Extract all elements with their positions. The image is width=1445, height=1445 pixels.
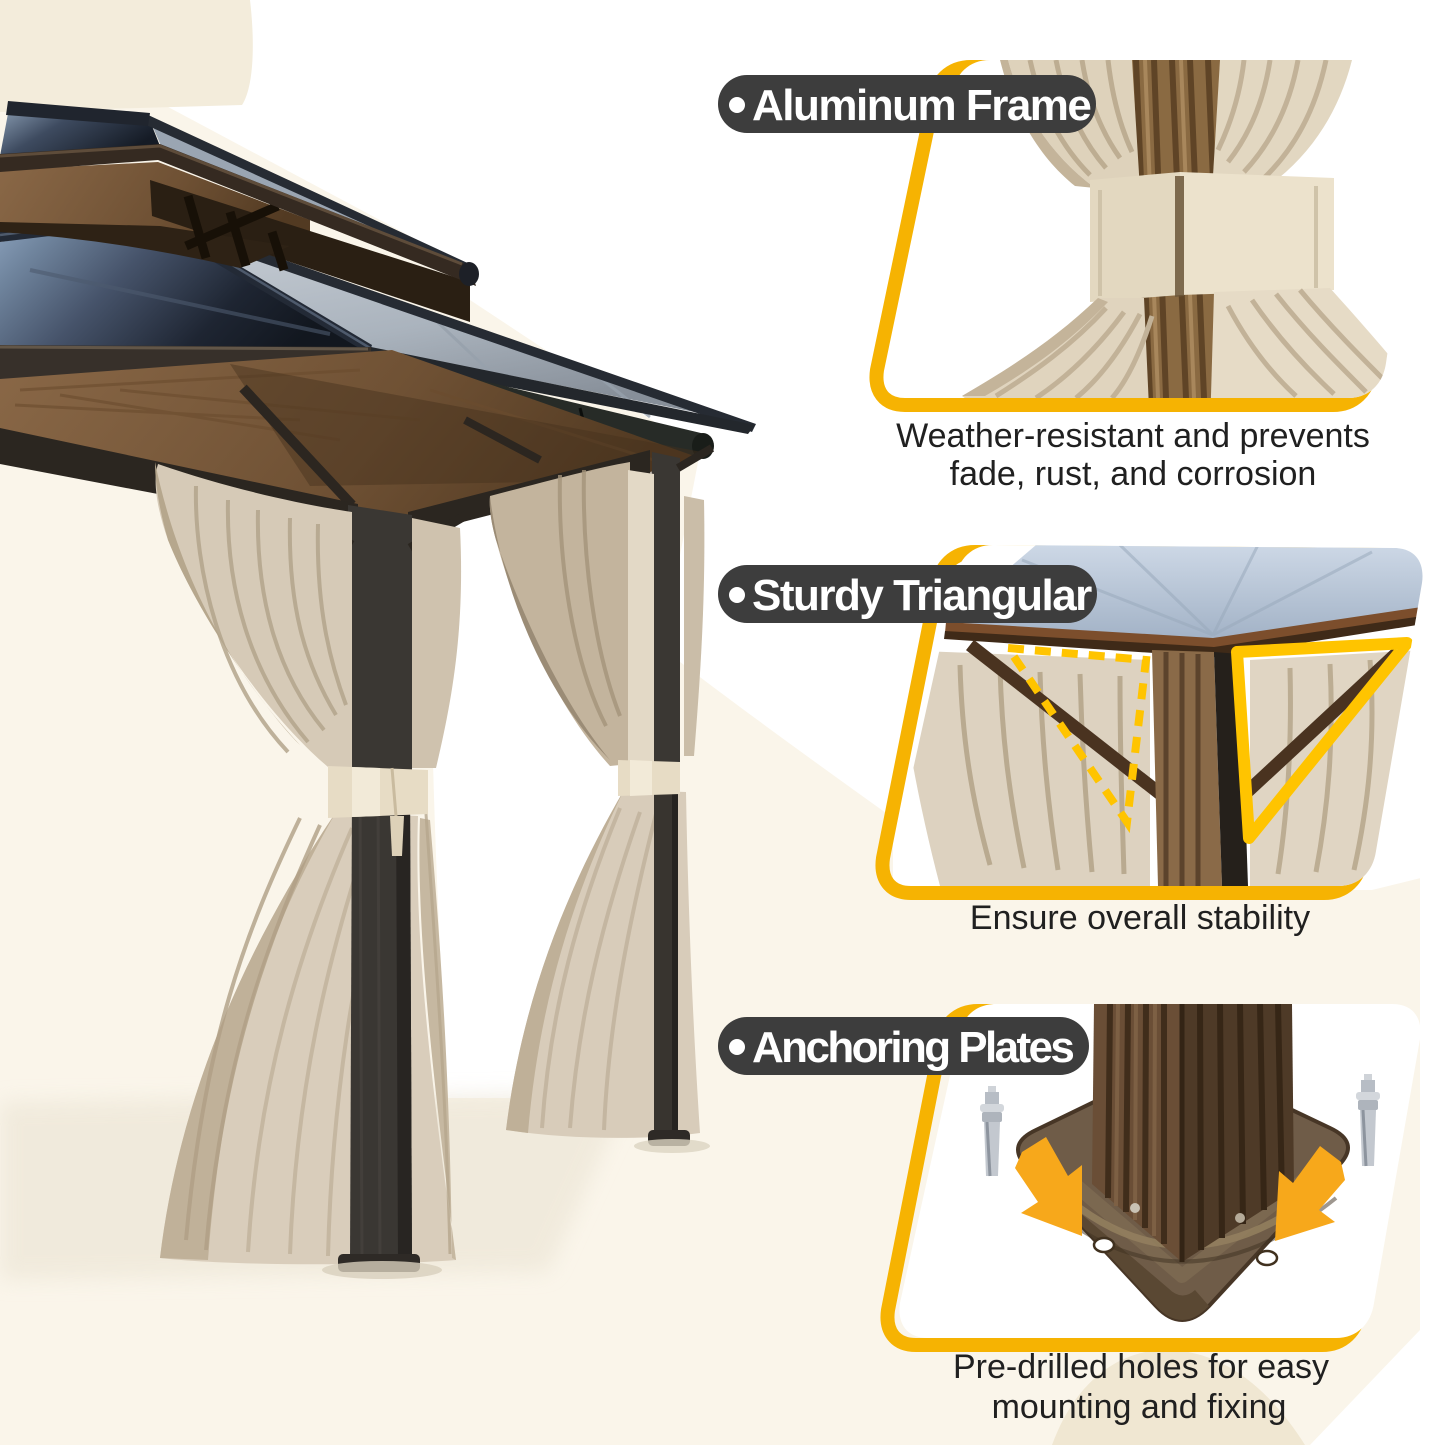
svg-text:Sturdy Triangular: Sturdy Triangular <box>752 571 1092 620</box>
svg-text:Anchoring Plates: Anchoring Plates <box>752 1023 1073 1072</box>
svg-text:Ensure overall stability: Ensure overall stability <box>970 899 1310 937</box>
svg-text:mounting and fixing: mounting and fixing <box>992 1388 1287 1426</box>
svg-text:Aluminum Frame: Aluminum Frame <box>752 81 1090 130</box>
svg-text:Weather-resistant and prevents: Weather-resistant and prevents <box>896 417 1370 455</box>
svg-text:fade, rust, and corrosion: fade, rust, and corrosion <box>950 455 1317 493</box>
svg-text:Pre-drilled holes for easy: Pre-drilled holes for easy <box>953 1348 1329 1386</box>
